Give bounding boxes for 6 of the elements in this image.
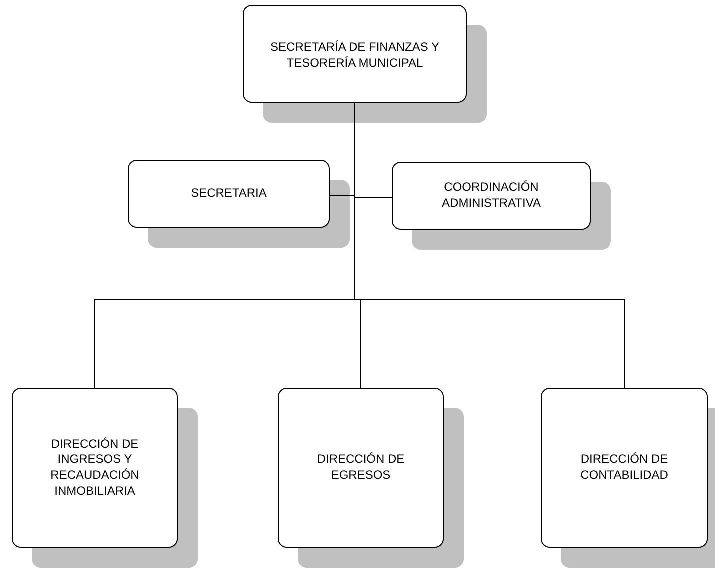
unit-title: DIRECCIÓN DE EGRESOS [316,452,406,484]
unit-title: SECRETARIA [191,186,267,202]
unit-title: SECRETARÍA DE FINANZAS Y TESORERÍA MUNICIPAL [270,40,440,72]
unit-title: DIRECCIÓN DE CONTABILIDAD [580,452,670,484]
unit-title: COORDINACIÓN ADMINISTRATIVA [441,180,542,212]
unit-title: DIRECCIÓN DE INGRESOS Y RECAUDACIÓN INMOBILIARIA [50,436,140,500]
